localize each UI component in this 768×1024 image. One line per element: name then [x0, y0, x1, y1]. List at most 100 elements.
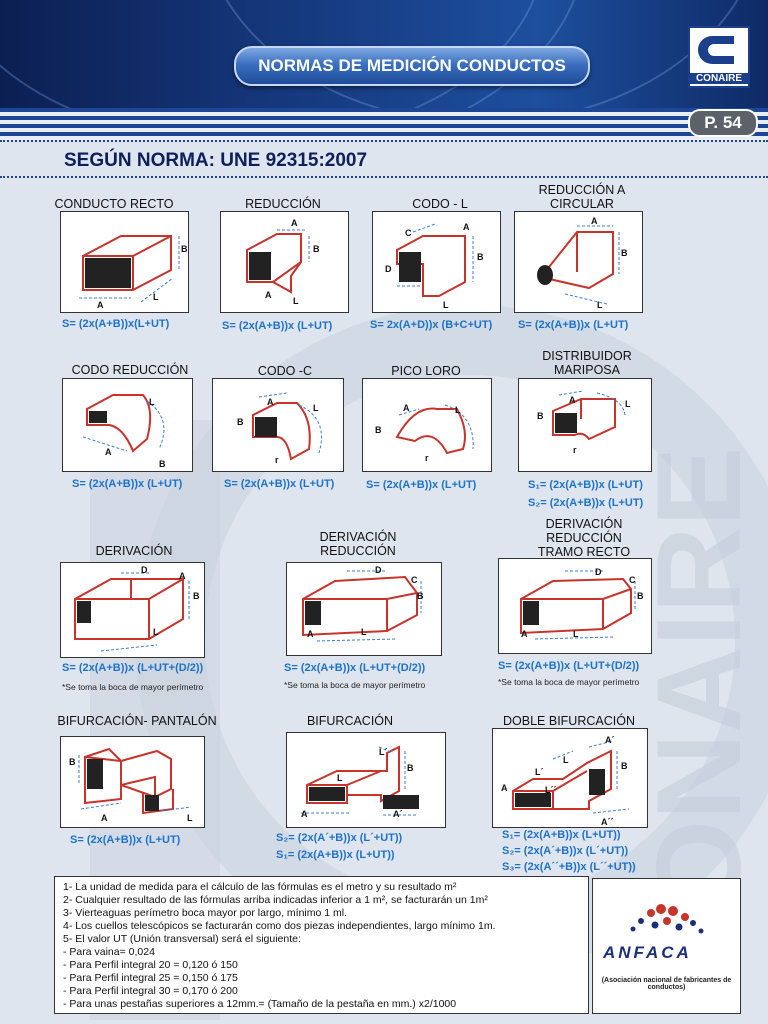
svg-text:C: C [405, 228, 412, 238]
svg-text:B: B [159, 459, 166, 469]
item-label: CODO - L [412, 197, 468, 211]
svg-text:L: L [187, 813, 193, 823]
anfaca-logo: ANFACA (Asociación nacional de fabricant… [592, 878, 741, 1014]
svg-text:r: r [425, 453, 429, 463]
svg-text:A: A [291, 218, 298, 228]
svg-text:B: B [313, 244, 320, 254]
svg-text:B: B [477, 252, 484, 262]
svg-text:A: A [97, 300, 104, 310]
svg-text:A: A [267, 397, 274, 407]
svg-text:L: L [149, 397, 155, 407]
standard-heading: SEGÚN NORMA: UNE 92315:2007 [64, 150, 368, 171]
item-formula: S= (2x(A+B))x (L+UT) [72, 478, 183, 490]
svg-text:B: B [181, 244, 188, 254]
item-formula: S= (2x(A+B))x (L+UT+(D/2)) [498, 660, 640, 672]
svg-text:L: L [455, 405, 461, 415]
svg-text:D: D [375, 565, 382, 575]
divider [0, 140, 768, 142]
item-note: *Se toma la boca de mayor perímetro [498, 677, 640, 687]
note-line: 5- El valor UT (Unión transversal) será … [63, 933, 301, 945]
item-label: DERIVACIÓN REDUCCIÓN TRAMO RECTO [537, 517, 631, 559]
svg-text:L: L [443, 300, 449, 310]
item-label: CODO REDUCCIÓN [71, 363, 189, 377]
svg-text:A´: A´ [393, 809, 403, 819]
svg-text:A: A [179, 571, 186, 581]
duct-diagram-reduccion: A B A L [220, 211, 349, 313]
item-formula: S= (2x(A+B))x (L+UT) [222, 320, 333, 332]
item-formula: S₂= (2x(A´+B))x (L´+UT)) [502, 845, 629, 857]
note-line: - Para unas pestañas superiores a 12mm.=… [63, 998, 457, 1010]
note-line: - Para vaina= 0,024 [63, 946, 155, 958]
svg-text:L: L [625, 399, 631, 409]
svg-text:B: B [621, 248, 628, 258]
note-line: 1- La unidad de medida para el cálculo d… [63, 881, 457, 893]
duct-diagram-doble-bifurcacion: A´ B L L´L´´ A A´´ [492, 728, 648, 828]
item-label: DISTRIBUIDOR MARIPOSA [542, 349, 632, 377]
svg-text:A´: A´ [605, 735, 615, 745]
svg-text:L: L [293, 296, 299, 306]
item-formula: S₁= (2x(A+B))x (L+UT)) [276, 849, 395, 861]
item-label: REDUCCIÓN A CIRCULAR [538, 183, 626, 211]
svg-text:L: L [337, 773, 343, 783]
svg-text:A: A [501, 783, 508, 793]
page-title: NORMAS DE MEDICIÓN CONDUCTOS [234, 46, 590, 86]
svg-text:B: B [237, 417, 244, 427]
anfaca-subtitle: (Asociación nacional de fabricantes de c… [601, 977, 732, 991]
svg-text:L: L [361, 627, 367, 637]
item-note: *Se toma la boca de mayor perímetro [62, 682, 204, 692]
item-formula: S= 2x(A+D))x (B+C+UT) [370, 319, 493, 331]
conaire-logo: CONAIRE [688, 26, 750, 88]
item-formula: S₁= (2x(A+B))x (L+UT) [528, 479, 643, 491]
item-label: REDUCCIÓN [245, 197, 321, 211]
svg-text:A´´: A´´ [601, 817, 614, 827]
svg-text:D: D [595, 567, 602, 577]
svg-text:C: C [629, 575, 636, 585]
item-label: CODO -C [257, 364, 313, 378]
svg-text:L: L [313, 403, 319, 413]
svg-text:D: D [141, 565, 148, 575]
item-formula: S= (2x(A+B))x (L+UT) [518, 319, 629, 331]
item-label: BIFURCACIÓN- PANTALÓN [57, 714, 217, 728]
svg-text:L: L [563, 755, 569, 765]
svg-text:L: L [597, 300, 603, 310]
svg-text:L: L [153, 292, 159, 302]
svg-text:L: L [153, 627, 159, 637]
svg-text:r: r [573, 445, 577, 455]
duct-diagram-conducto-recto: A B L [60, 211, 189, 313]
svg-text:A: A [521, 629, 528, 639]
logo-icon [698, 36, 734, 64]
svg-text:A: A [265, 290, 272, 300]
page-number: P. 54 [688, 109, 758, 137]
dots-icon [630, 904, 704, 934]
svg-text:A: A [301, 809, 308, 819]
duct-diagram-codo-reduccion: L A B [62, 378, 193, 472]
svg-text:L´´: L´´ [545, 785, 557, 795]
svg-text:B: B [69, 757, 76, 767]
svg-text:A: A [591, 216, 598, 226]
svg-text:A: A [569, 395, 576, 405]
item-note: *Se toma la boca de mayor perímetro [284, 680, 426, 690]
note-line: - Para Perfil integral 20 = 0,120 ó 150 [63, 959, 238, 971]
header-stripes [0, 108, 768, 140]
item-label: DOBLE BIFURCACIÓN [503, 714, 635, 728]
svg-text:L´: L´ [535, 767, 544, 777]
svg-text:A: A [105, 447, 112, 457]
svg-text:B: B [621, 761, 628, 771]
item-formula: S= (2x(A+B))x (L+UT) [366, 479, 477, 491]
svg-text:r: r [275, 455, 279, 465]
item-formula: S= (2x(A+B))x (L+UT) [70, 834, 181, 846]
item-formula: S= (2x(A+B))x(L+UT) [62, 318, 170, 330]
svg-text:C: C [411, 575, 418, 585]
item-formula: S= (2x(A+B))x (L+UT+(D/2)) [284, 662, 426, 674]
anfaca-name: ANFACA [603, 943, 692, 962]
note-line: - Para Perfil integral 25 = 0,150 ó 175 [63, 972, 238, 984]
svg-text:A: A [403, 403, 410, 413]
svg-text:D: D [385, 264, 392, 274]
